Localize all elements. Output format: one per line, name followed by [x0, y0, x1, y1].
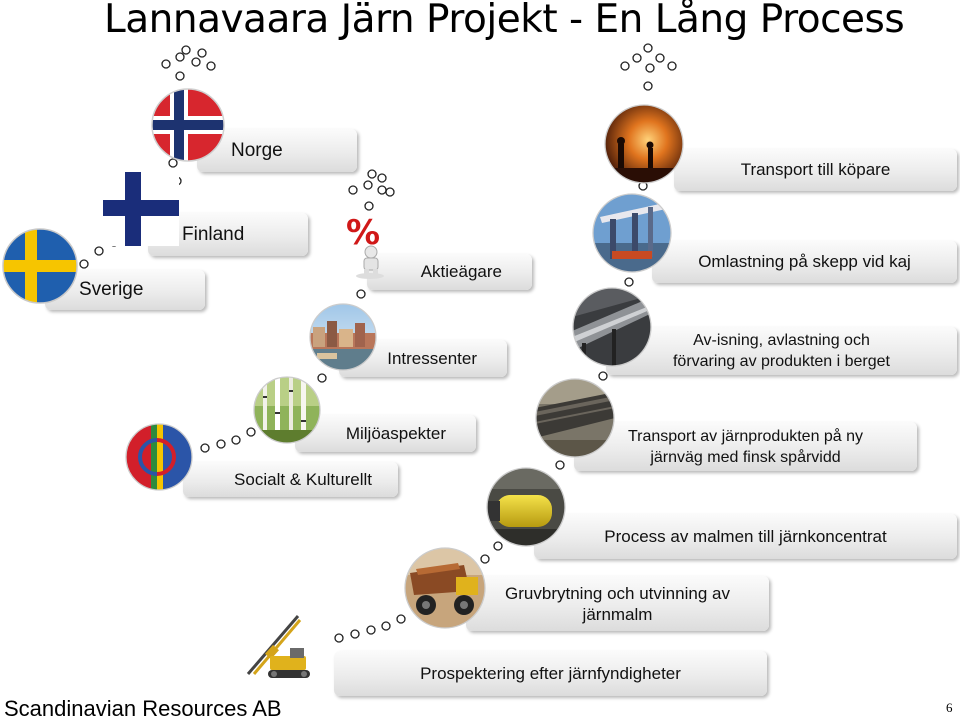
ship-loader-photo-icon [592, 193, 672, 273]
city-photo-icon [309, 303, 377, 371]
sami-flag-icon [125, 423, 193, 491]
label-socialt-kulturellt: Socialt & Kulturellt [183, 462, 398, 497]
label-omlastning: Omlastning på skepp vid kaj [652, 241, 957, 283]
label-aktieagare: Aktieägare [367, 254, 532, 290]
swedish-flag-icon [2, 228, 78, 304]
label-transport-till-kopare: Transport till köpare [674, 149, 957, 191]
label-prospektering: Prospektering efter järnfyndigheter [334, 651, 767, 696]
label-gruvbrytning-line2: järnmalm [582, 604, 653, 624]
percent-figure-icon: % [346, 214, 384, 279]
label-avisning-line2: förvaring av produkten i berget [672, 353, 890, 370]
label-norge: Norge [197, 129, 357, 172]
label-miljoaspekter: Miljöaspekter [295, 415, 476, 452]
norwegian-flag-icon [151, 88, 225, 162]
label-avisning-line1: Av-isning, avlastning och [693, 332, 870, 349]
dump-truck-photo-icon [404, 547, 486, 629]
page-title: Lannavaara Järn Projekt - En Lång Proces… [104, 0, 905, 42]
company-footer: Scandinavian Resources AB [4, 696, 282, 721]
label-transport-jarnvag-line2: järnväg med finsk spårvidd [650, 448, 841, 466]
label-avisning: Av-isning, avlastning och förvaring av p… [606, 327, 957, 375]
label-transport-jarnvag: Transport av järnprodukten på ny järnväg… [574, 422, 917, 471]
ore-mill-photo-icon [486, 467, 566, 547]
label-gruvbrytning-line1: Gruvbrytning och utvinning av [505, 583, 730, 603]
finnish-flag-icon [103, 172, 179, 246]
label-transport-jarnvag-line1: Transport av järnprodukten på ny [627, 427, 864, 445]
birch-forest-icon [253, 376, 321, 444]
railway-wagons-photo-icon [535, 378, 615, 458]
label-process: Process av malmen till järnkoncentrat [534, 514, 957, 559]
page-number: 6 [946, 700, 953, 715]
conveyor-photo-icon [572, 287, 652, 367]
label-gruvbrytning: Gruvbrytning och utvinning av järnmalm [466, 576, 769, 631]
drill-rig-icon [246, 615, 310, 678]
steelworks-photo-icon [604, 104, 684, 184]
